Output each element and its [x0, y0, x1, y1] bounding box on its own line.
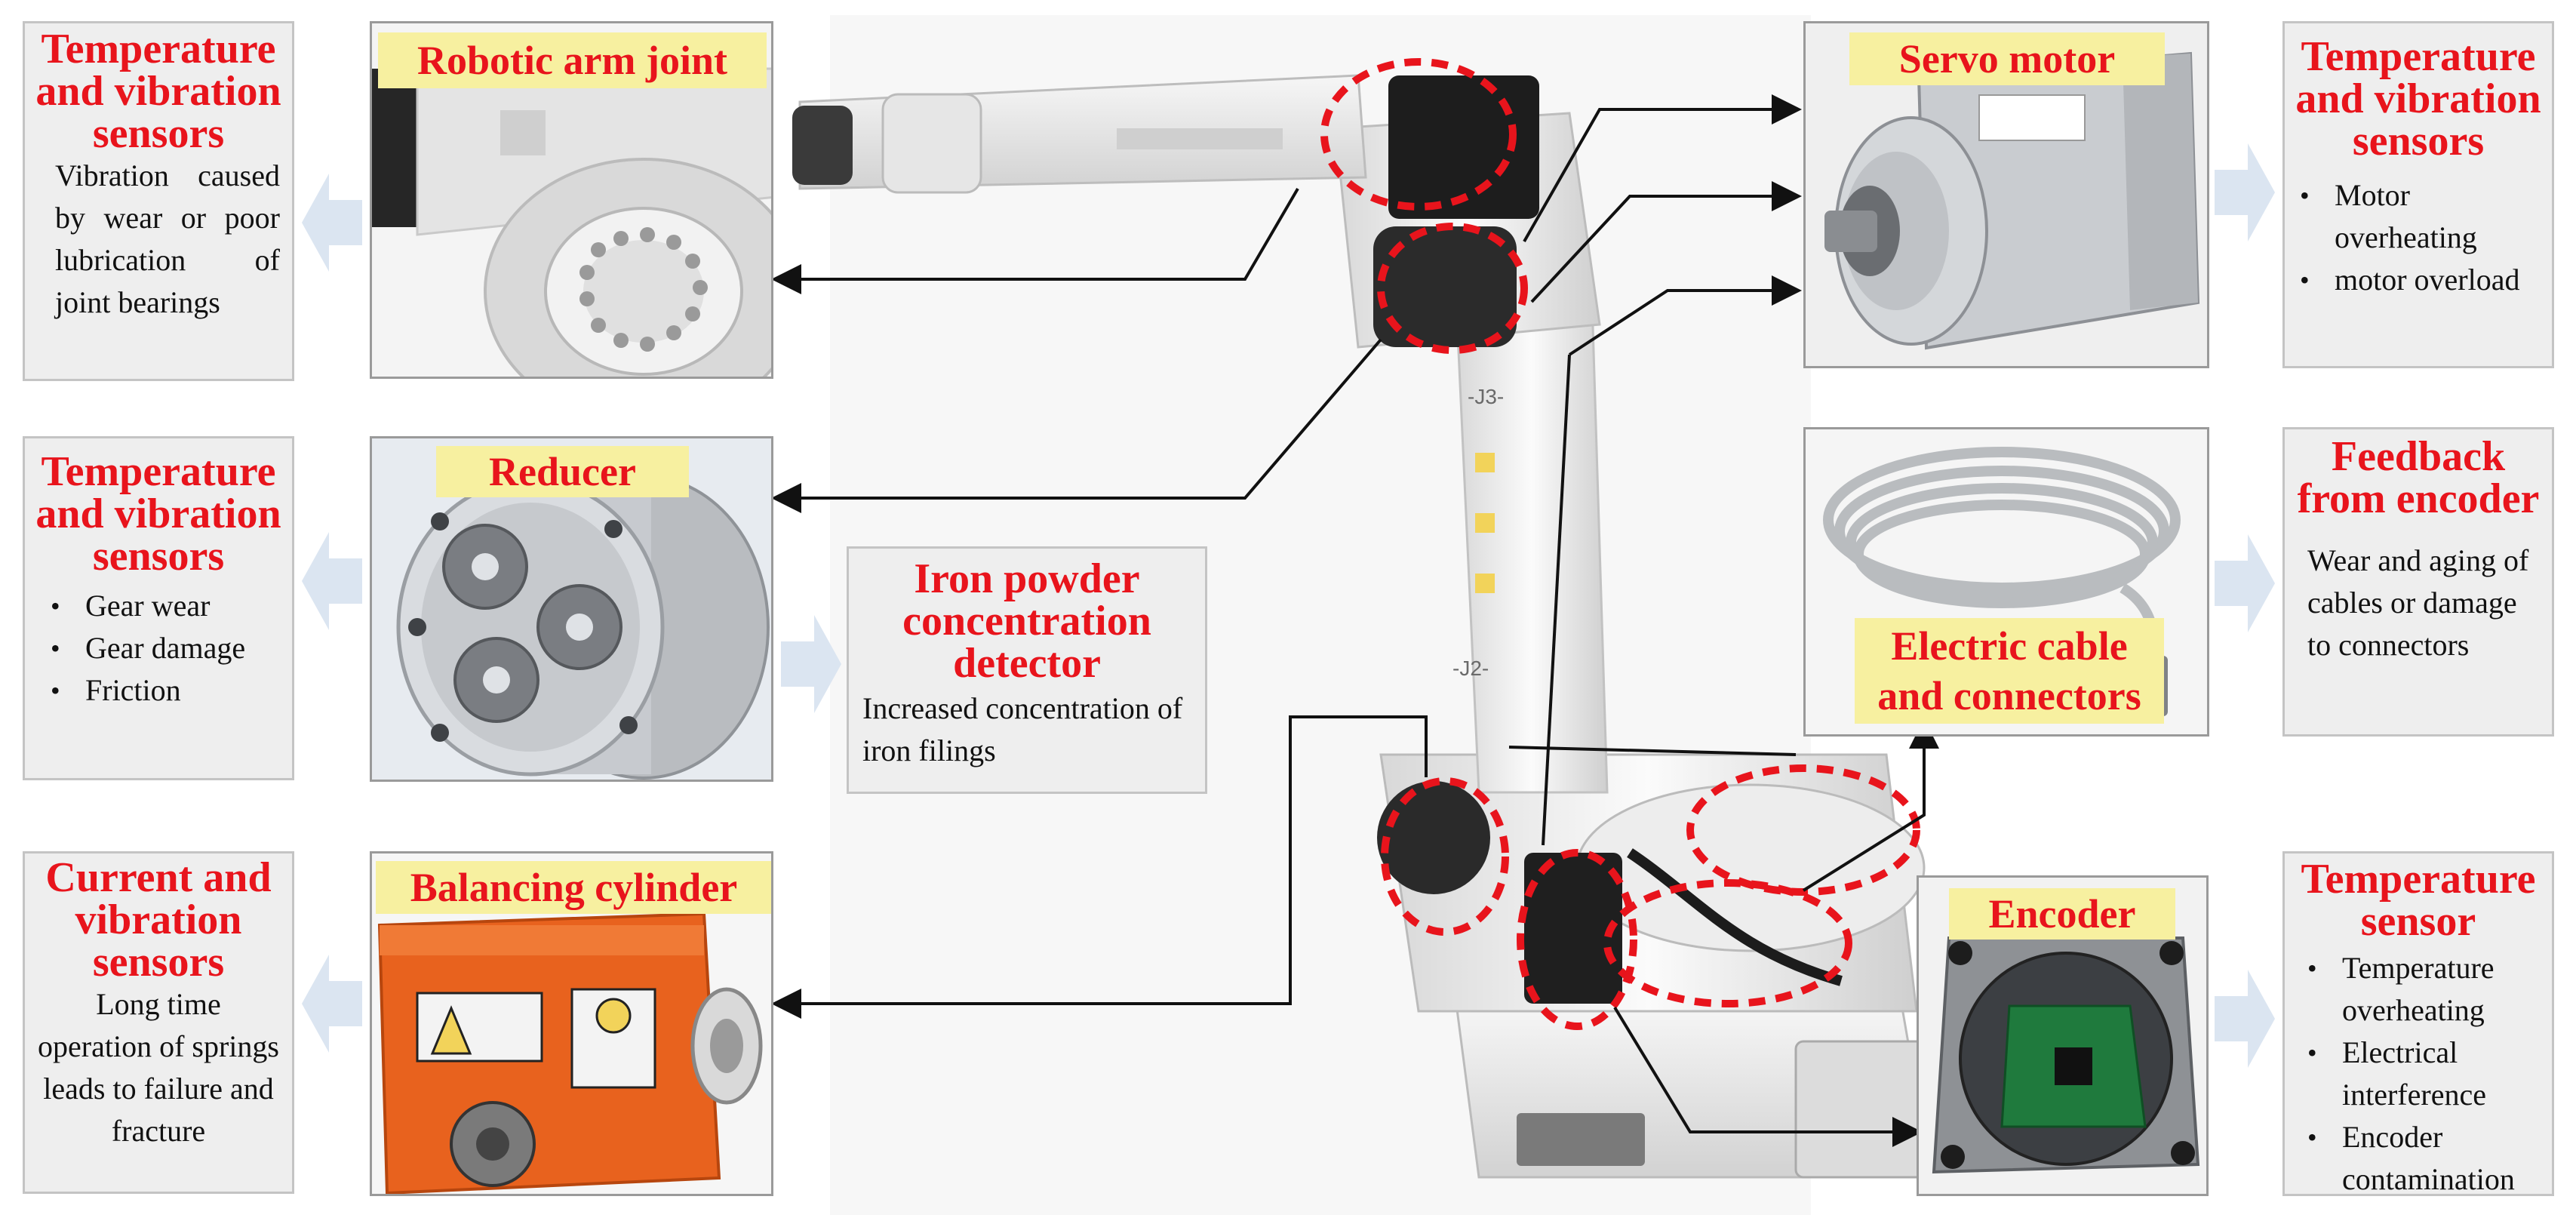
photo-electric-cable: Electric cable and connectors [1803, 427, 2209, 737]
fat-arrow-right-2 [2215, 534, 2275, 632]
fat-arrow-left-2 [302, 532, 362, 630]
warning-sticker-2 [1475, 513, 1495, 533]
servo-sensor-item: Motor overheating [2300, 174, 2552, 259]
fat-arrow-left-1 [302, 174, 362, 272]
servo-sensor-item: motor overload [2300, 259, 2552, 301]
photo-robotic-arm-joint: Robotic arm joint [370, 21, 773, 379]
tag-robotic-arm-joint: Robotic arm joint [378, 32, 767, 88]
base-connector-box [1794, 1040, 1926, 1179]
panel-encoder-sensors: Temperature sensor Temperature overheati… [2282, 851, 2554, 1196]
tag-encoder: Encoder [1949, 888, 2175, 940]
cable-sensor-title: Feedback from encoder [2297, 433, 2540, 522]
encoder-drawing [1919, 878, 2206, 1194]
fat-arrow-right-3 [2215, 970, 2275, 1068]
highlight-base-motor [1517, 849, 1637, 1030]
fat-arrow-left-3 [302, 955, 362, 1053]
panel-balancing-sensors: Current and vibration sensors Long time … [23, 851, 294, 1194]
tag-electric-cable: Electric cable and connectors [1855, 618, 2164, 724]
base-plate [1517, 1113, 1645, 1166]
tag-reducer: Reducer [436, 446, 689, 497]
fat-arrow-iron-powder [781, 615, 841, 713]
panel-arm-joint-sensors: Temperature and vibration sensors Vibrat… [23, 21, 294, 381]
robot-flange [792, 106, 853, 185]
forearm-label-plate [1117, 128, 1283, 149]
tag-servo-motor: Servo motor [1849, 32, 2165, 85]
photo-balancing-cylinder: Balancing cylinder [370, 851, 773, 1196]
highlight-arm-joint [1320, 58, 1517, 211]
upper-motor [1388, 75, 1539, 219]
base-motor [1524, 853, 1622, 1004]
servo-sensor-list: Motor overheatingmotor overload [2285, 174, 2552, 301]
fat-arrow-right-1 [2215, 143, 2275, 241]
balancing-sensor-body: Long time operation of springs leads to … [38, 987, 279, 1148]
reducer-sensor-title: Temperature and vibration sensors [35, 448, 281, 580]
reducer-sensor-list: Gear wearGear damageFriction [25, 585, 292, 712]
tag-balancing-cylinder: Balancing cylinder [376, 861, 771, 914]
photo-encoder: Encoder [1917, 875, 2209, 1196]
cable-sensor-body: Wear and aging of cables or damage to co… [2307, 543, 2529, 662]
arm-joint-sensor-title: Temperature and vibration sensors [35, 26, 281, 157]
warning-sticker-3 [1475, 574, 1495, 593]
iron-powder-body: Increased concentration of iron filings [862, 691, 1183, 767]
j3-label: -J3- [1468, 385, 1504, 408]
arm-joint-drawing [372, 23, 771, 377]
highlight-connectors [1603, 879, 1852, 1007]
axis-motor [1373, 226, 1517, 347]
shoulder-motor [1377, 781, 1490, 894]
warning-sticker-1 [1475, 453, 1495, 472]
reducer-sensor-item: Friction [51, 669, 292, 712]
encoder-sensor-item: Temperature overheating [2307, 947, 2552, 1032]
highlight-shoulder-motor [1381, 777, 1509, 936]
encoder-sensor-item: Electrical interference [2307, 1032, 2552, 1116]
photo-servo-motor: Servo motor [1803, 21, 2209, 368]
reducer-sensor-item: Gear wear [51, 585, 292, 627]
encoder-sensor-item: Encoder contamination [2307, 1116, 2552, 1194]
arm-joint-sensor-body: Vibration caused by wear or poor lubrica… [55, 158, 280, 319]
balancing-sensor-title: Current and vibration sensors [45, 854, 272, 986]
panel-reducer-sensors: Temperature and vibration sensors Gear w… [23, 436, 294, 780]
panel-servo-sensors: Temperature and vibration sensors Motor … [2282, 21, 2554, 368]
turret-housing [1575, 783, 1926, 952]
encoder-sensor-title: Temperature sensor [2301, 856, 2536, 945]
panel-cable-sensors: Feedback from encoder Wear and aging of … [2282, 427, 2554, 737]
photo-reducer: Reducer [370, 436, 773, 782]
encoder-sensor-list: Temperature overheatingElectrical interf… [2285, 947, 2552, 1194]
reducer-sensor-item: Gear damage [51, 627, 292, 669]
robot-wrist [881, 93, 982, 194]
highlight-servo [1377, 223, 1528, 354]
robot-cable-harness [1627, 848, 1843, 986]
servo-sensor-title: Temperature and vibration sensors [2295, 33, 2541, 165]
iron-powder-title: Iron powder concentration detector [902, 555, 1151, 687]
robot-lower-arm [1455, 300, 1609, 794]
panel-iron-powder-detector: Iron powder concentration detector Incre… [847, 546, 1207, 794]
j2-label: -J2- [1452, 657, 1489, 680]
